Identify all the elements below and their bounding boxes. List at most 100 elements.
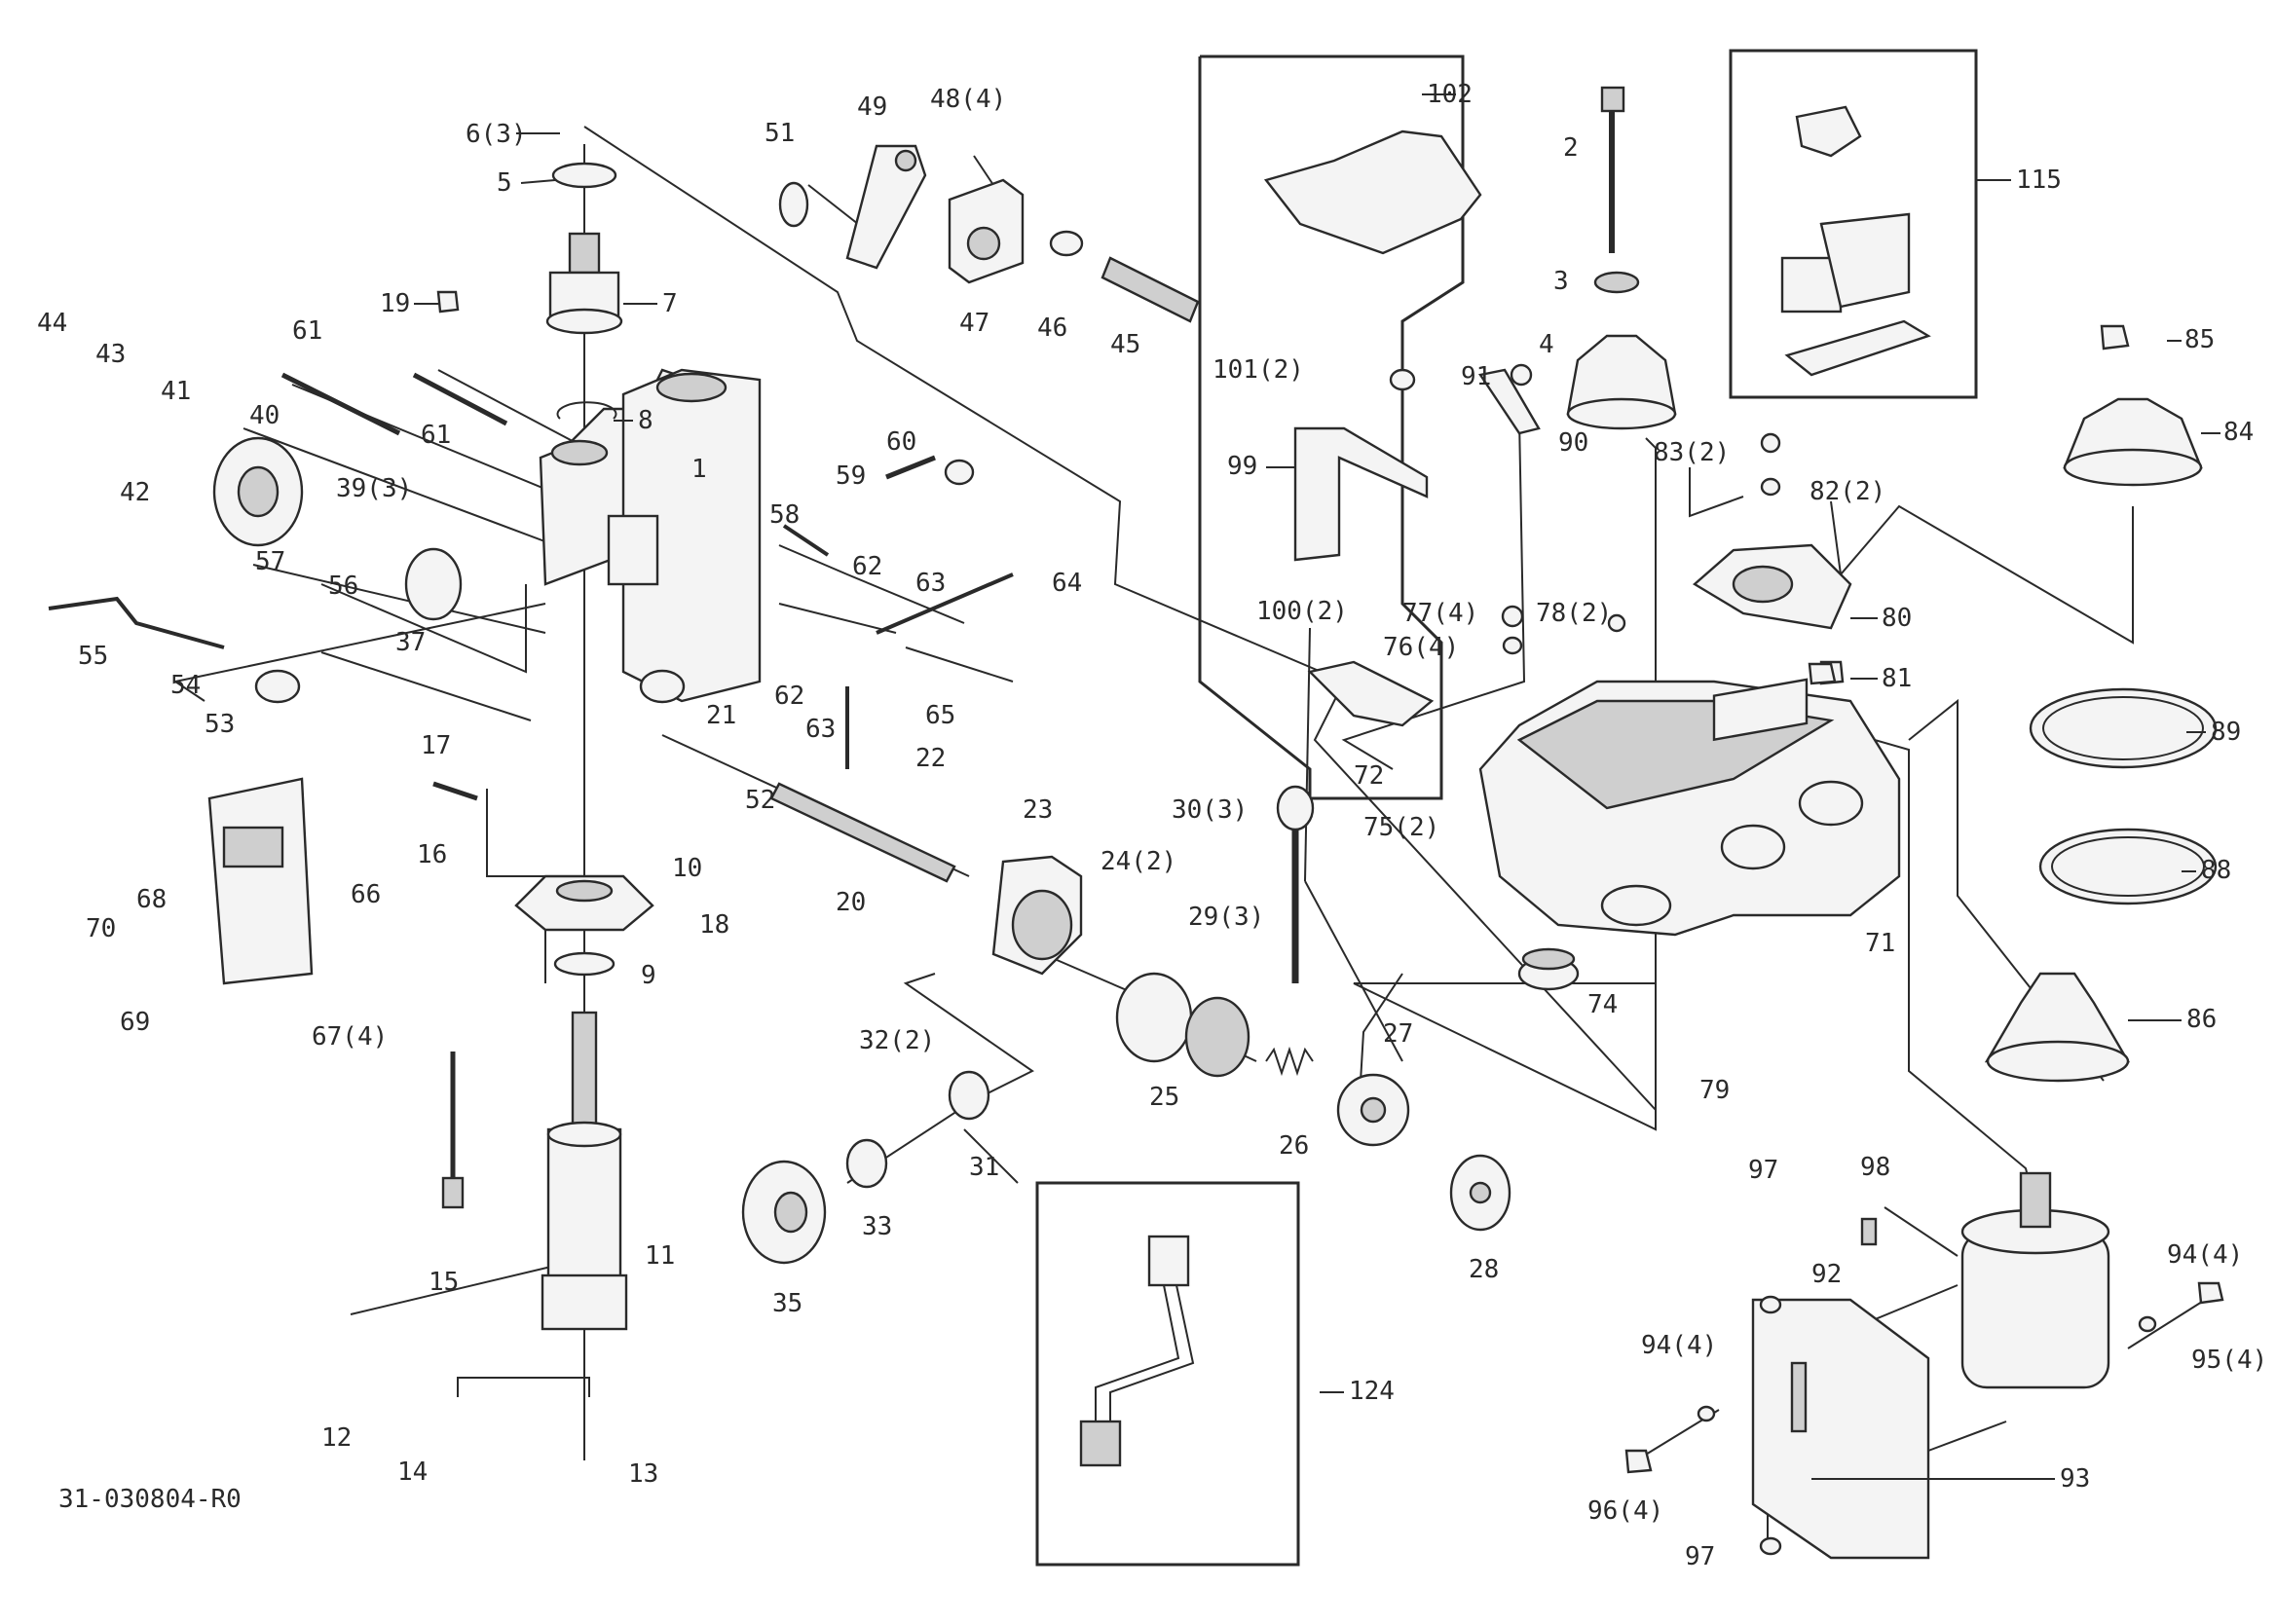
label-leaders — [414, 93, 2220, 1480]
part-115-switch-assembly — [1780, 105, 1931, 377]
label-80: 80 — [1882, 604, 1912, 633]
label-39: 39(3) — [336, 474, 412, 503]
part-31-collar — [948, 1070, 990, 1121]
label-14: 14 — [397, 1458, 428, 1487]
label-10: 10 — [672, 854, 702, 883]
part-9-oring — [553, 951, 616, 977]
label-9: 9 — [641, 961, 656, 990]
part-93-motor — [1960, 1171, 2110, 1389]
label-63b: 63 — [805, 715, 836, 744]
part-102-guard — [1263, 129, 1482, 255]
label-13: 13 — [628, 1459, 658, 1489]
label-8: 8 — [638, 406, 653, 435]
label-70: 70 — [86, 914, 116, 943]
label-40: 40 — [249, 401, 280, 430]
label-79: 79 — [1699, 1076, 1730, 1105]
label-2: 2 — [1563, 133, 1579, 163]
part-79-label-plate — [1712, 678, 1809, 742]
label-88: 88 — [2201, 856, 2231, 885]
label-43: 43 — [95, 340, 126, 369]
label-61a: 61 — [292, 316, 322, 346]
label-66: 66 — [351, 880, 381, 909]
label-95: 95(4) — [2191, 1346, 2267, 1375]
label-59: 59 — [836, 461, 866, 491]
label-29: 29(3) — [1188, 903, 1264, 932]
label-52: 52 — [745, 786, 775, 815]
part-7-bearing-assembly — [545, 232, 623, 335]
label-22: 22 — [915, 744, 946, 773]
label-91: 91 — [1461, 362, 1491, 391]
part-47-gearbox — [948, 178, 1025, 284]
part-11-quill — [541, 1011, 628, 1331]
label-53: 53 — [205, 710, 235, 739]
label-55: 55 — [78, 642, 108, 671]
label-77: 77(4) — [1402, 599, 1478, 628]
label-62a: 62 — [852, 552, 882, 581]
label-99: 99 — [1227, 452, 1257, 481]
label-75: 75(2) — [1363, 813, 1439, 842]
label-33: 33 — [862, 1212, 892, 1241]
label-89: 89 — [2211, 718, 2241, 747]
part-23-housing — [991, 855, 1083, 976]
label-drawing-id: 31-030804-R0 — [58, 1485, 242, 1514]
label-85: 85 — [2184, 325, 2215, 354]
label-98: 98 — [1860, 1153, 1890, 1182]
label-86: 86 — [2186, 1005, 2217, 1034]
label-124: 124 — [1349, 1377, 1395, 1406]
label-60: 60 — [886, 427, 916, 457]
label-45: 45 — [1110, 330, 1140, 359]
part-37-disc — [404, 547, 463, 621]
label-12: 12 — [321, 1423, 352, 1453]
label-54: 54 — [170, 671, 201, 700]
label-94b: 94(4) — [1641, 1331, 1717, 1360]
label-35: 35 — [772, 1289, 802, 1318]
part-35-handwheel — [741, 1160, 827, 1265]
label-20: 20 — [836, 888, 866, 917]
label-100: 100(2) — [1256, 597, 1348, 626]
part-86-pulley — [1984, 972, 2131, 1083]
part-84-pulley — [2063, 397, 2203, 487]
label-64: 64 — [1052, 569, 1082, 598]
part-8-ring — [556, 401, 617, 420]
label-65: 65 — [925, 701, 955, 730]
label-63a: 63 — [915, 569, 946, 598]
label-83: 83(2) — [1654, 438, 1730, 467]
label-3: 3 — [1553, 267, 1569, 296]
part-40-pulley — [212, 436, 304, 547]
label-94a: 94(4) — [2167, 1240, 2243, 1270]
label-92: 92 — [1811, 1260, 1842, 1289]
part-labels: 6(3) 5 7 19 8 1 61 61 44 43 41 42 40 39(… — [37, 80, 2267, 1571]
part-4-pulley — [1566, 334, 1677, 430]
label-41: 41 — [161, 377, 191, 406]
label-16: 16 — [417, 840, 447, 869]
callout-box-115 — [1729, 49, 1978, 399]
label-49: 49 — [857, 92, 887, 122]
label-97b: 97 — [1685, 1542, 1715, 1571]
part-5-washer — [551, 162, 617, 189]
part-45-worm — [1101, 256, 1200, 323]
part-27-hub — [1336, 1073, 1410, 1147]
part-49-lever — [845, 144, 927, 270]
label-78: 78(2) — [1536, 599, 1612, 628]
part-10-flange — [514, 874, 654, 932]
callout-box-124 — [1035, 1181, 1300, 1567]
part-66-cover — [207, 777, 314, 985]
label-51: 51 — [765, 119, 795, 148]
label-4: 4 — [1539, 330, 1554, 359]
label-81: 81 — [1882, 664, 1912, 693]
label-96: 96(4) — [1587, 1496, 1663, 1526]
label-90: 90 — [1558, 428, 1588, 458]
part-72-mount — [1307, 660, 1435, 727]
label-47: 47 — [959, 309, 989, 338]
label-15: 15 — [429, 1268, 459, 1297]
part-25-sleeve — [1115, 972, 1250, 1078]
label-7: 7 — [662, 289, 678, 318]
label-68: 68 — [136, 885, 167, 914]
label-30: 30(3) — [1172, 795, 1248, 825]
label-61b: 61 — [421, 421, 451, 450]
label-76: 76(4) — [1383, 633, 1459, 662]
label-42: 42 — [120, 478, 150, 507]
label-26: 26 — [1279, 1131, 1309, 1161]
part-1-head-casting — [539, 368, 762, 703]
